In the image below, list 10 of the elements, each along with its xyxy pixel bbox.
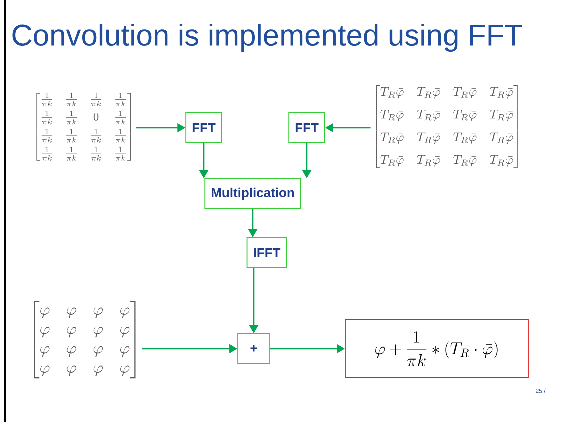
- matrix: $\begin{bmatrix}T_R\bar{\varphi}&T_R\bar{\varphi}&T_R\bar{\varphi}&T_R\bar{\varphi}\\[6pt]T_R\bar{\varphi}&T_R\bar{\varphi}&T_R\bar{\varphi}&T_R\bar{\varphi}\\[6pt]T_R\bar{\varphi}&T_R\bar{\varphi}&T_R\bar{\varphi}&T_R\bar{\varphi}\\[6pt]T_R\bar{\varphi}&T_R\bar{\varphi}&T_R\bar{\varphi}&T_R\bar{\varphi}\end{bmatrix}$: [376, 85, 518, 169]
- result-box: $\varphi+\frac{1}{\pi k}*(T_R\cdot\bar{\varphi})$: [345, 320, 529, 378]
- process-box: IFFT: [246, 238, 288, 268]
- process-box: FFT: [186, 112, 222, 144]
- process-box: FFT: [288, 112, 326, 144]
- process-box: Multiplication: [204, 178, 302, 210]
- process-box: +: [238, 334, 270, 364]
- matrix: $\begin{bmatrix}\varphi&\varphi&\varphi&\varphi\\\varphi&\varphi&\varphi&\varphi\\\varphi&\varphi&\varphi&\varphi\\\varphi&\varphi&\varphi&\varphi\end{bmatrix}$: [34, 301, 136, 379]
- matrix: $\begin{bmatrix}\frac{1}{\pi k}&\frac{1}{\pi k}&\frac{1}{\pi k}&\frac{1}{\pi k}\\[4pt]\frac{1}{\pi k}&\frac{1}{\pi k}&0&\frac{1}{\pi k}\\[4pt]\frac{1}{\pi k}&\frac{1}{\pi k}&\frac{1}{\pi k}&\frac{1}{\pi k}\\[4pt]\frac{1}{\pi k}&\frac{1}{\pi k}&\frac{1}{\pi k}&\frac{1}{\pi k}\end{bmatrix}$: [36, 92, 132, 161]
- slide-title: Convolution is implemented using FFT: [12, 24, 522, 52]
